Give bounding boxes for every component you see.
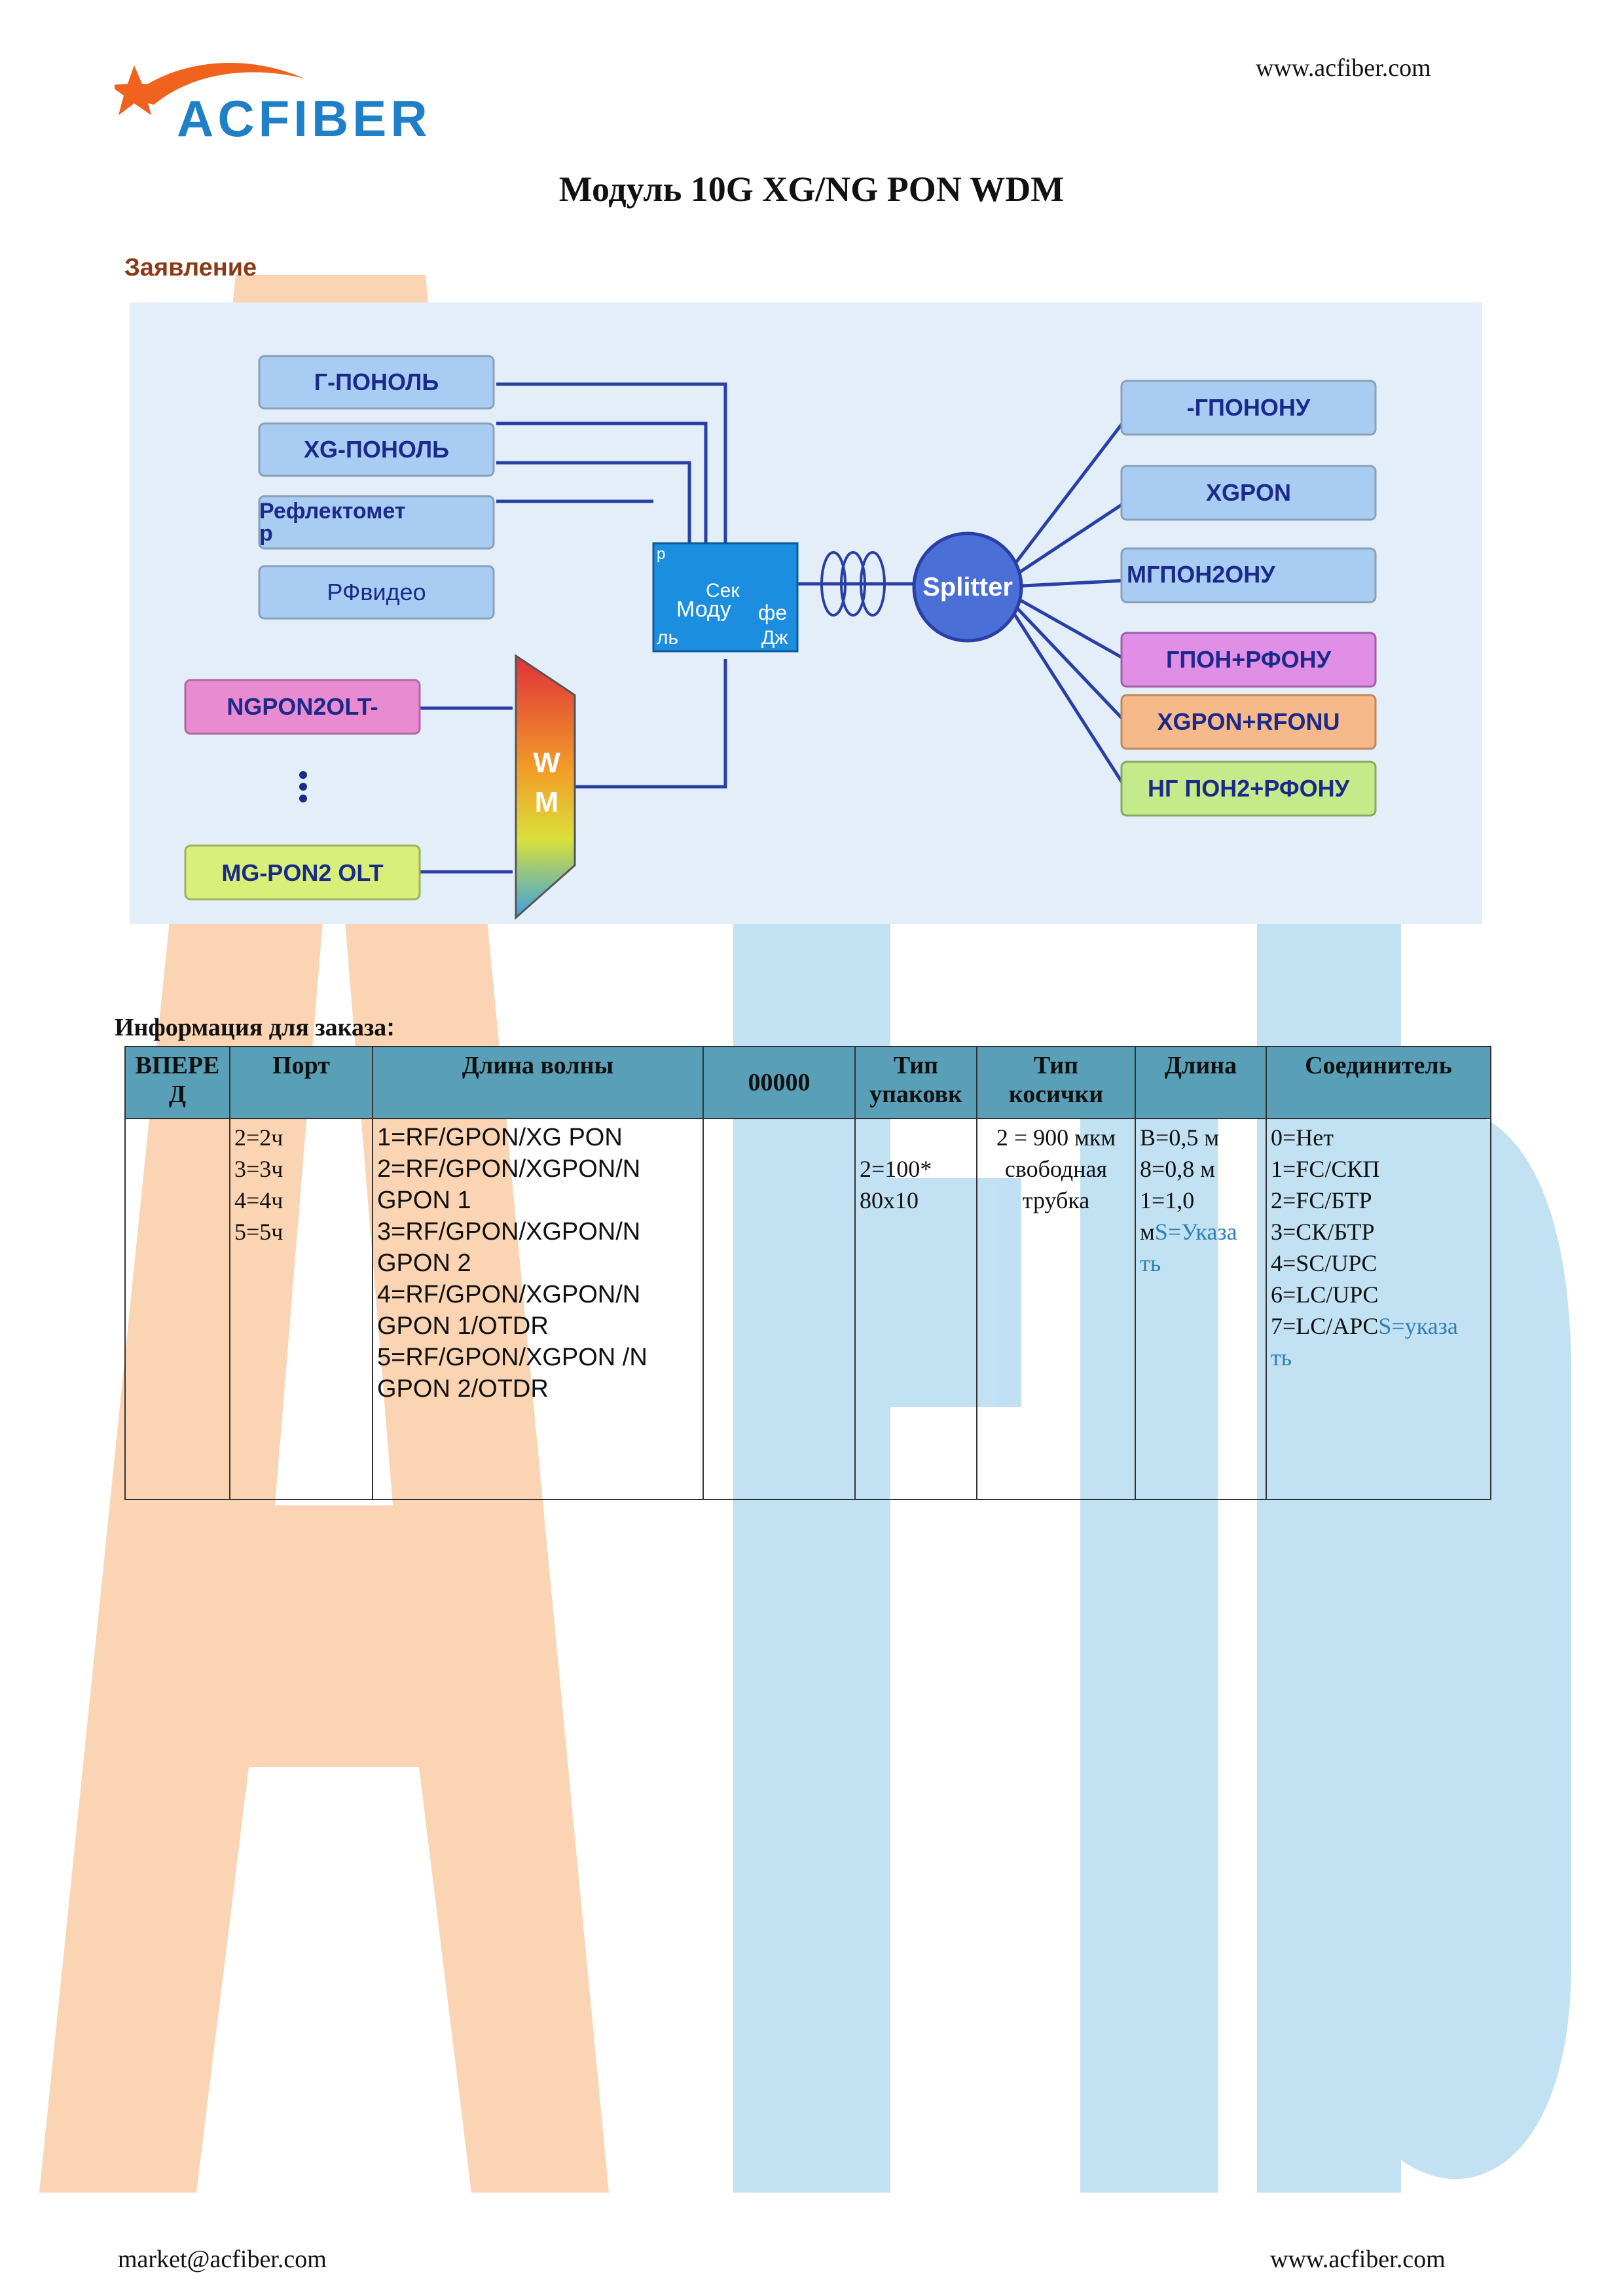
- order-table-header: ВПЕРЕ Д Порт Длина волны 00000 Тип упако…: [124, 1046, 1491, 1119]
- ellipsis-dot: [299, 783, 307, 791]
- cell-connector: 0=Нет 1=FC/СКП 2=FC/БТР 3=СК/БТР 4=SC/UP…: [1266, 1118, 1491, 1500]
- logo-text: ACFIBER: [177, 90, 431, 147]
- acfiber-logo: ACFIBER: [115, 63, 431, 147]
- left-box-2: XG-ПОНОЛЬ: [258, 422, 495, 477]
- right-box-3: МГПОН2ОНУ: [1120, 547, 1377, 603]
- order-info-colon: :: [386, 1014, 395, 1041]
- right-box-2: XGPON: [1120, 465, 1377, 521]
- right-box-5-label: XGPON+RFONU: [1157, 708, 1340, 735]
- module-fragment: ль: [657, 627, 678, 649]
- order-table: ВПЕРЕ Д Порт Длина волны 00000 Тип упако…: [124, 1046, 1491, 1500]
- right-box-1: -ГПОНОНУ: [1120, 380, 1377, 436]
- right-box-6: НГ ПОН2+РФОНУ: [1120, 761, 1377, 817]
- cell-port: 2=2ч 3=3ч 4=4ч 5=5ч: [229, 1118, 373, 1500]
- left-box-1-label: Г-ПОНОЛЬ: [314, 368, 439, 395]
- header-connector: Соединитель: [1266, 1046, 1491, 1119]
- ellipsis-dot: [299, 771, 307, 779]
- olt-box-2-label: MG-PON2 OLT: [221, 859, 383, 886]
- right-box-6-label: НГ ПОН2+РФОНУ: [1148, 775, 1350, 802]
- right-box-4-label: ГПОН+РФОНУ: [1166, 646, 1332, 673]
- right-box-2-label: XGPON: [1206, 479, 1291, 506]
- footer-email: market@acfiber.com: [118, 2246, 327, 2273]
- left-box-4-label: РФвидео: [327, 579, 426, 605]
- header-forward: ВПЕРЕ Д: [124, 1046, 230, 1119]
- left-box-1: Г-ПОНОЛЬ: [258, 355, 495, 410]
- wdm-label-w: W: [533, 747, 560, 779]
- right-box-3-label: МГПОН2ОНУ: [1127, 561, 1275, 588]
- page-title: Модуль 10G XG/NG PON WDM: [558, 170, 1065, 209]
- header-website: www.acfiber.com: [1256, 54, 1431, 82]
- cell-pigtail: 2 = 900 мкм свободная трубка: [976, 1118, 1136, 1500]
- header-code: 00000: [702, 1046, 856, 1119]
- right-box-1-label: -ГПОНОНУ: [1187, 394, 1311, 421]
- wdm-label-m: M: [535, 786, 559, 818]
- right-box-5: XGPON+RFONU: [1120, 694, 1377, 750]
- header-port: Порт: [229, 1046, 373, 1119]
- module-fragment: фе: [758, 601, 787, 624]
- cell-forward: [124, 1118, 230, 1500]
- module-fragment: р: [657, 545, 665, 563]
- cell-wavelength: 1=RF/GPON/XG PON 2=RF/GPON/XGPON/N GPON …: [372, 1118, 704, 1500]
- length-custom: S=Указа ть: [1140, 1219, 1237, 1276]
- section-heading: Заявление: [124, 254, 257, 281]
- splitter-label: Splitter: [922, 573, 1013, 601]
- olt-box-2: MG-PON2 OLT: [184, 844, 421, 901]
- header-wavelength: Длина волны: [372, 1046, 704, 1119]
- cell-code: [702, 1118, 856, 1500]
- cell-length: B=0,5 м 8=0,8 м 1=1,0 мS=Указа ть: [1135, 1118, 1267, 1500]
- left-box-4: РФвидео: [258, 565, 495, 620]
- ellipsis-dot: [299, 795, 307, 802]
- olt-box-1-label: NGPON2OLT-: [227, 693, 378, 720]
- order-info-label: Информация для заказа:: [115, 1013, 395, 1042]
- splitter-node: Splitter: [912, 531, 1023, 643]
- order-table-row: 2=2ч 3=3ч 4=4ч 5=5ч 1=RF/GPON/XG PON 2=R…: [124, 1118, 1491, 1500]
- wdm-module-box: р Сек Моду фе ль Дж: [652, 542, 799, 653]
- cell-package: 2=100* 80x10: [854, 1118, 977, 1500]
- connector-options: 0=Нет 1=FC/СКП 2=FC/БТР 3=СК/БТР 4=SC/UP…: [1271, 1124, 1380, 1339]
- header-length: Длина: [1135, 1046, 1267, 1119]
- olt-box-1: NGPON2OLT-: [184, 679, 421, 735]
- right-box-4: ГПОН+РФОНУ: [1120, 632, 1377, 688]
- header-package: Тип упаковк: [854, 1046, 977, 1119]
- header-pigtail: Тип косички: [976, 1046, 1136, 1119]
- left-box-2-label: XG-ПОНОЛЬ: [304, 436, 449, 463]
- footer-website: www.acfiber.com: [1270, 2246, 1446, 2273]
- module-fragment: Дж: [761, 627, 788, 649]
- order-info-text: Информация для заказа: [115, 1014, 387, 1041]
- module-label: Моду: [676, 597, 731, 622]
